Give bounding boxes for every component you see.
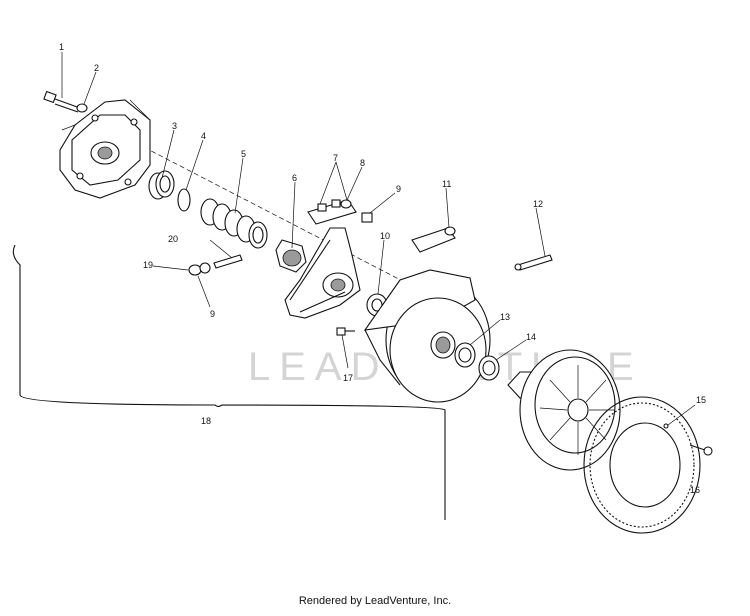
callout-8: 8: [360, 158, 365, 168]
washer: [76, 103, 88, 113]
callout-9-upper: 9: [396, 184, 401, 194]
callout-15: 15: [696, 395, 706, 405]
snap-ring: [177, 188, 191, 212]
callout-14: 14: [526, 332, 536, 342]
bushing: [148, 170, 175, 200]
center-axis: [129, 139, 421, 291]
sheave-bushing: [454, 342, 476, 368]
gear-bolt: [689, 444, 713, 456]
callout-6: 6: [292, 173, 297, 183]
spider-arm: [284, 227, 361, 319]
callout-4: 4: [201, 131, 206, 141]
leader-lines: [61, 52, 696, 426]
spring: [200, 198, 268, 249]
callout-12: 12: [533, 199, 543, 209]
ring-gear: [583, 396, 701, 534]
pin: [213, 254, 243, 269]
callout-7: 7: [333, 153, 338, 163]
callout-1: 1: [59, 42, 64, 52]
callout-19: 19: [143, 260, 153, 270]
shaft-pin: [514, 254, 553, 271]
callout-2: 2: [94, 63, 99, 73]
sheave-washer: [478, 355, 500, 381]
screw: [336, 327, 355, 336]
spider-bushing: [275, 239, 307, 273]
roller: [188, 262, 211, 276]
cover-housing: [59, 99, 151, 199]
callout-10: 10: [380, 231, 390, 241]
moveable-sheave: [363, 269, 491, 403]
callout-labels: 1 2 3 4 5 6 7 8 9 9 10 11 12 13 14 15 16…: [59, 42, 706, 495]
set-screw: [361, 212, 373, 223]
callout-9-lower: 9: [210, 309, 215, 319]
callout-11: 11: [442, 179, 451, 189]
callout-5: 5: [241, 149, 246, 159]
callout-13: 13: [500, 312, 510, 322]
button-set: [307, 199, 357, 225]
callout-20: 20: [168, 234, 178, 244]
bolt: [43, 90, 81, 113]
assembly-bracket: [12, 244, 446, 520]
callout-17: 17: [343, 373, 353, 383]
gear-washer: [663, 423, 669, 429]
callout-3: 3: [172, 121, 177, 131]
footer-credit: Rendered by LeadVenture, Inc.: [299, 595, 451, 607]
cam-bracket: [411, 226, 456, 253]
callout-16: 16: [690, 485, 700, 495]
callout-18: 18: [201, 416, 211, 426]
